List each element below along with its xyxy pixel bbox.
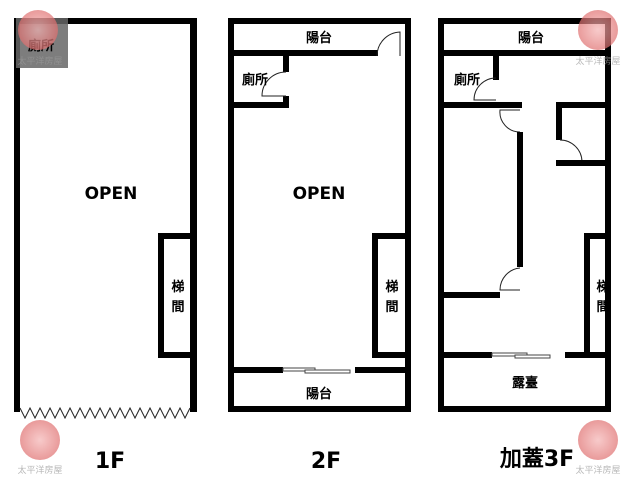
floor-label: 1F [95, 449, 125, 474]
stair-label-2: 間 [596, 300, 609, 315]
floor-2f: 陽台 廁所 OPEN 梯 間 陽台 2F [228, 18, 411, 474]
floor-label: 加蓋3F [499, 446, 574, 472]
folding-door [19, 406, 191, 420]
room-label-terrace: 露臺 [512, 375, 538, 391]
floor-3f: 陽台 廁所 梯 間 露臺 加蓋3F [438, 18, 611, 472]
floor-1f: 廁所 OPEN 梯 間 1F [14, 18, 197, 474]
svg-text:太平洋房屋: 太平洋房屋 [17, 55, 62, 67]
room-label-balcony-top: 陽台 [518, 30, 544, 46]
svg-text:太平洋房屋: 太平洋房屋 [575, 464, 620, 476]
room-label-balcony-top: 陽台 [306, 30, 332, 46]
watermark-logo: 太平洋房屋 太平洋房屋 太平洋房屋 太平洋房屋 [17, 10, 621, 476]
room-label-balcony-bottom: 陽台 [306, 386, 332, 402]
stair-label-1: 梯 [385, 279, 398, 295]
floor-label: 2F [311, 449, 341, 474]
room-label-bath: 廁所 [454, 72, 480, 88]
room-label-open: OPEN [293, 184, 346, 204]
stair-label-2: 間 [171, 300, 184, 315]
svg-text:太平洋房屋: 太平洋房屋 [575, 55, 620, 67]
svg-text:太平洋房屋: 太平洋房屋 [17, 464, 62, 476]
room-label-open: OPEN [85, 184, 138, 204]
stair-label-1: 梯 [171, 279, 184, 295]
room-label-bath: 廁所 [242, 72, 268, 88]
stair-label-2: 間 [385, 300, 398, 315]
stair-label-1: 梯 [596, 279, 609, 295]
